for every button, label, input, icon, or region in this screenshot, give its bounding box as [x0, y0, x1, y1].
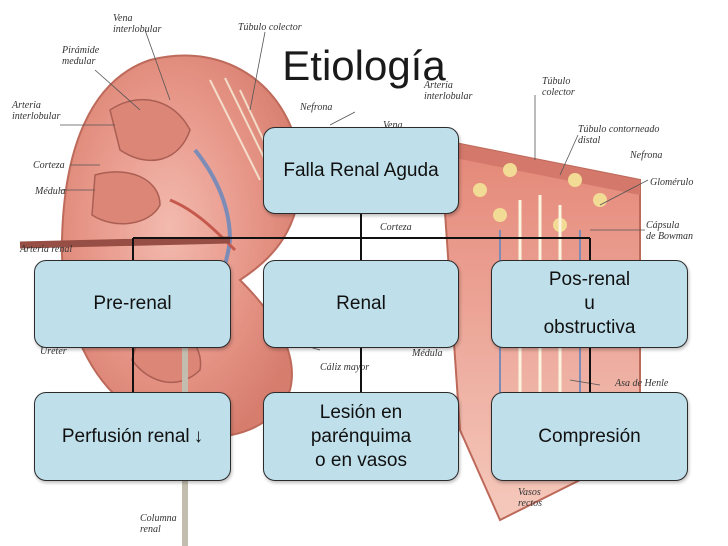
node-compresion: Compresión [491, 392, 688, 481]
node-perfusion: Perfusión renal ↓ [34, 392, 231, 481]
node-root-label: Falla Renal Aguda [283, 159, 439, 181]
label-corteza-right: Corteza [380, 222, 412, 233]
label-arteria-renal: Arteria renal [20, 244, 73, 255]
node-pre-renal-label: Pre-renal [93, 293, 172, 314]
node-renal: Renal [263, 260, 459, 348]
label-vena-right: Vena [383, 120, 403, 131]
slide-title: Etiología [282, 42, 446, 89]
node-pos-renal-line-3: obstructiva [543, 317, 636, 338]
label-nefrona: Nefrona [300, 102, 333, 113]
label-glomerulo: Glomérulo [650, 177, 694, 188]
node-lesion: Lesión en parénquima o en vasos [263, 392, 459, 481]
node-lesion-line-2: parénquima [310, 425, 412, 447]
node-root: Falla Renal Aguda [263, 127, 459, 214]
label-asa-henle: Asa de Henle [615, 378, 669, 389]
node-perfusion-label: Perfusión renal [61, 425, 190, 447]
label-medula-right: Médula [412, 348, 443, 359]
node-pos-renal: Pos-renal u obstructiva [491, 260, 688, 348]
label-tubulo-colector: Túbulo colector [238, 22, 302, 33]
node-pre-renal: Pre-renal [34, 260, 231, 348]
node-renal-label: Renal [336, 293, 386, 314]
down-arrow-icon: ↓ [193, 425, 204, 447]
label-caliz-mayor: Cáliz mayor [320, 362, 370, 373]
node-lesion-line-1: Lesión en [319, 401, 403, 423]
label-nefrona-right: Nefrona [630, 150, 663, 161]
node-pos-renal-line-2: u [584, 293, 595, 314]
label-corteza: Corteza [33, 160, 65, 171]
label-medula: Médula [35, 186, 66, 197]
label-ureter: Uréter [40, 346, 67, 357]
node-lesion-line-3: o en vasos [315, 449, 407, 471]
node-compresion-label: Compresión [538, 425, 641, 447]
node-pos-renal-line-1: Pos-renal [548, 269, 631, 290]
